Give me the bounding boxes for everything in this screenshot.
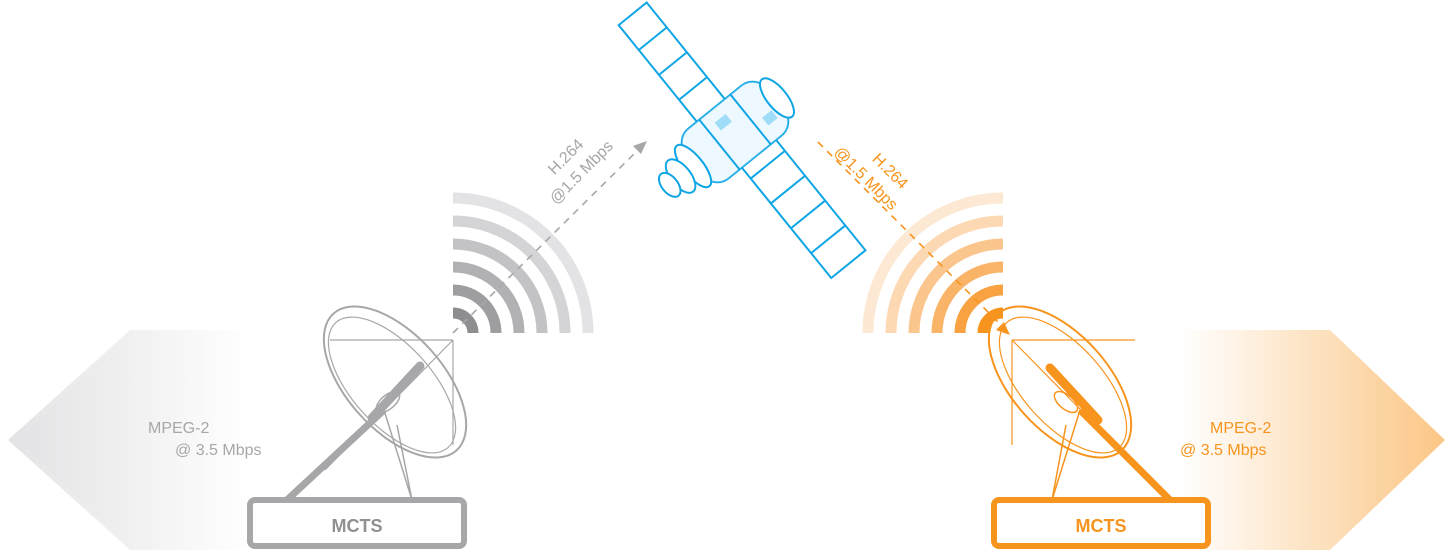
left-arrow-line1: MPEG-2	[148, 420, 209, 437]
right-arrow-line2: @ 3.5 Mbps	[1180, 442, 1267, 459]
satellite-icon	[619, 3, 866, 279]
left-mcts-label: MCTS	[332, 516, 383, 536]
left-uplink-label: H.264 @1.5 Mbps	[531, 122, 617, 208]
right-signal-waves-icon	[868, 198, 1003, 333]
left-arrow-body	[20, 330, 250, 550]
left-arrow-line2: @ 3.5 Mbps	[175, 442, 262, 459]
right-mcts-box: MCTS	[994, 500, 1208, 546]
left-mcts-box: MCTS	[250, 500, 464, 546]
right-downlink-label: H.264 @1.5 Mbps	[831, 128, 917, 214]
right-mcts-label: MCTS	[1076, 516, 1127, 536]
right-arrow-line1: MPEG-2	[1210, 420, 1271, 437]
right-chevron-arrow-icon	[1180, 330, 1445, 550]
